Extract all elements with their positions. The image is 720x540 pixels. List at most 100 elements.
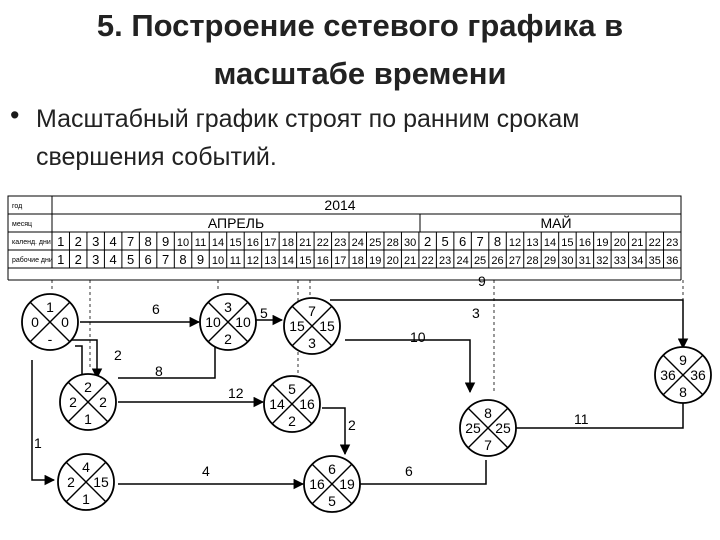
- working-day: 26: [491, 255, 503, 267]
- arrow-label: 12: [228, 385, 244, 401]
- calendar-day: 16: [579, 237, 591, 249]
- row-label-calendar: календ. дни: [12, 239, 51, 246]
- working-day: 22: [422, 255, 434, 267]
- event-early-time: 0: [31, 314, 39, 330]
- event-predecessor: 8: [679, 384, 687, 400]
- event-predecessor: 1: [82, 491, 90, 507]
- event-number: 9: [679, 352, 687, 368]
- working-day: 27: [509, 255, 521, 267]
- calendar-day: 24: [352, 237, 364, 249]
- activity-arrows: [31, 299, 689, 490]
- event-number: 7: [308, 303, 316, 319]
- bullet-dot-icon: •: [10, 100, 20, 130]
- event-predecessor: -: [48, 331, 53, 347]
- timeline-grid: [7, 195, 682, 281]
- working-day: 29: [544, 255, 556, 267]
- event-sector-line: [67, 381, 109, 423]
- arrow-label: 2: [348, 417, 356, 433]
- page-title-line-2: масштабе времени: [213, 56, 507, 91]
- working-day: 20: [387, 255, 399, 267]
- event-sector-line: [271, 383, 313, 425]
- working-day: 34: [631, 255, 643, 267]
- calendar-day: 10: [177, 237, 189, 249]
- working-day: 30: [561, 255, 573, 267]
- calendar-day: 18: [282, 237, 294, 249]
- month-april: АПРЕЛЬ: [208, 215, 264, 231]
- calendar-day: 1: [57, 234, 64, 249]
- calendar-day: 16: [247, 237, 259, 249]
- event-late-time: 25: [495, 420, 511, 436]
- calendar-day: 14: [544, 237, 556, 249]
- arrow-labels: 6 2 8 5 12 10 3 9 2 4 6 11 1: [34, 273, 589, 479]
- arrow-label: 5: [260, 305, 268, 321]
- calendar-day: 2: [424, 234, 431, 249]
- calendar-day: 21: [299, 237, 311, 249]
- working-day: 11: [230, 255, 241, 267]
- working-day: 5: [127, 252, 134, 267]
- working-day: 21: [404, 255, 416, 267]
- calendar-day: 22: [649, 237, 661, 249]
- calendar-day: 8: [494, 234, 501, 249]
- working-day: 13: [264, 255, 276, 267]
- working-day: 19: [369, 255, 381, 267]
- event-early-time: 16: [309, 476, 325, 492]
- event-late-time: 2: [99, 394, 107, 410]
- bullet-line-1: Масштабный график строят по ранним срока…: [36, 105, 580, 133]
- event-late-time: 15: [319, 318, 335, 334]
- event-late-time: 16: [299, 396, 315, 412]
- event-sector-line: [29, 301, 71, 343]
- calendar-day: 23: [334, 237, 346, 249]
- event-sector-line: [467, 407, 509, 449]
- event-early-time: 15: [289, 318, 305, 334]
- calendar-day: 12: [509, 237, 521, 249]
- arrow-label: 11: [574, 411, 589, 427]
- arrow-label: 4: [202, 463, 210, 479]
- event-predecessor: 2: [288, 413, 296, 429]
- day-cells: [68, 232, 665, 268]
- working-day: 12: [247, 255, 259, 267]
- event-number: 2: [84, 379, 92, 395]
- calendar-day: 3: [92, 234, 99, 249]
- calendar-day: 15: [561, 237, 573, 249]
- event-late-time: 10: [235, 314, 251, 330]
- working-day: 16: [317, 255, 329, 267]
- working-day: 8: [179, 252, 186, 267]
- arrow-label: 8: [155, 363, 163, 379]
- calendar-day: 7: [127, 234, 134, 249]
- calendar-day: 6: [459, 234, 466, 249]
- working-day: 33: [614, 255, 626, 267]
- calendar-day: 21: [631, 237, 643, 249]
- calendar-day: 5: [442, 234, 449, 249]
- event-sector-line: [311, 463, 353, 505]
- event-early-time: 2: [69, 394, 77, 410]
- calendar-day: 25: [369, 237, 381, 249]
- projection-lines: [51, 280, 684, 392]
- event-late-time: 15: [93, 474, 109, 490]
- event-early-time: 25: [465, 420, 481, 436]
- working-day: 24: [456, 255, 468, 267]
- event-number: 3: [224, 299, 232, 315]
- working-day: 23: [439, 255, 451, 267]
- calendar-day: 23: [666, 237, 678, 249]
- event-late-time: 36: [690, 367, 706, 383]
- calendar-day: 8: [144, 234, 151, 249]
- calendar-day: 7: [476, 234, 483, 249]
- working-day: 9: [197, 252, 204, 267]
- event-late-time: 19: [339, 476, 355, 492]
- calendar-day: 11: [195, 237, 206, 249]
- working-day: 15: [299, 255, 311, 267]
- working-day: 14: [282, 255, 294, 267]
- event-number: 4: [82, 459, 90, 475]
- row-label-working: рабочие дни: [12, 256, 53, 264]
- working-day: 4: [110, 252, 117, 267]
- month-may: МАЙ: [540, 214, 571, 231]
- event-late-time: 0: [61, 314, 69, 330]
- row-label-month: месяц: [12, 221, 32, 228]
- working-day: 17: [334, 255, 346, 267]
